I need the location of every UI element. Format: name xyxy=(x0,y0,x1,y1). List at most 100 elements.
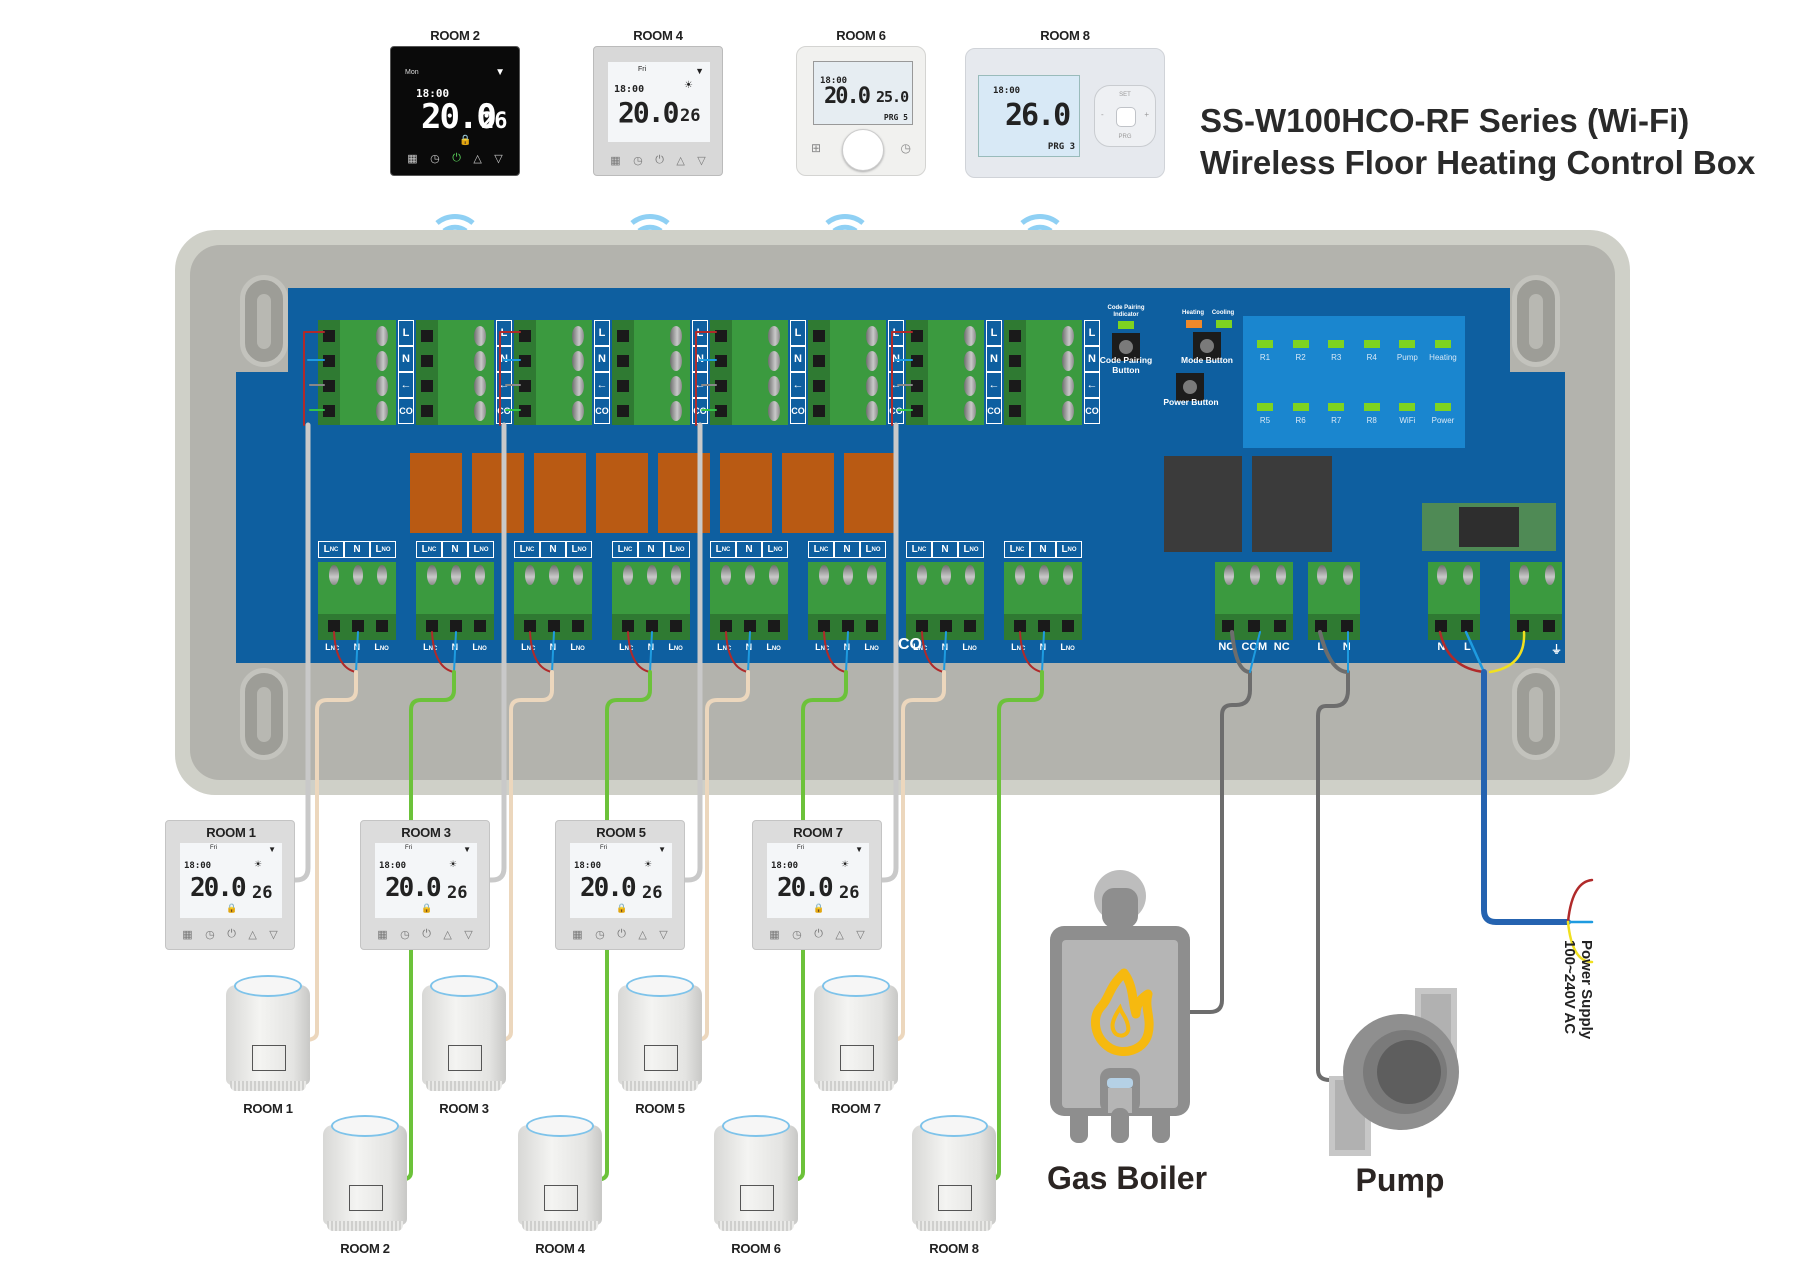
status-led-wifi: WiFi xyxy=(1391,403,1423,425)
day-label: Fri xyxy=(210,845,217,851)
mode-button[interactable] xyxy=(1193,332,1221,360)
lock-icon: 🔒 xyxy=(616,903,628,913)
down-key-icon[interactable]: ▽ xyxy=(269,929,278,941)
terminal-screw[interactable] xyxy=(1062,376,1074,396)
up-key-icon[interactable]: △ xyxy=(443,929,452,941)
actuator-lead-l xyxy=(725,631,749,673)
pad-set-label[interactable]: SET xyxy=(1119,92,1131,98)
terminal-label-2: N xyxy=(790,346,806,372)
sun-icon: ☀ xyxy=(841,859,850,869)
power-key-icon[interactable]: ⏻ xyxy=(655,154,664,166)
clock-key-icon[interactable]: ◷ xyxy=(430,153,440,165)
power-key-icon[interactable]: ⏻ xyxy=(422,928,431,940)
dial-knob[interactable] xyxy=(842,129,884,171)
menu-key-icon[interactable]: ▦ xyxy=(407,153,418,165)
label-sub: NC xyxy=(917,546,927,553)
terminal-hole xyxy=(421,355,433,367)
menu-key-icon[interactable]: ▦ xyxy=(610,155,621,167)
terminal-screw[interactable] xyxy=(670,351,682,371)
label-main: N xyxy=(353,544,361,555)
clock-key-icon[interactable]: ◷ xyxy=(595,929,605,941)
down-key-icon[interactable]: ▽ xyxy=(697,155,706,167)
terminal-screw[interactable] xyxy=(866,326,878,346)
terminal-screw[interactable] xyxy=(866,376,878,396)
label-main: N xyxy=(843,544,851,555)
terminal-screw[interactable] xyxy=(1062,326,1074,346)
clock-key-icon[interactable]: ◷ xyxy=(633,155,643,167)
actuator-lead-n xyxy=(1041,631,1045,673)
menu-key-icon[interactable]: ▦ xyxy=(377,929,388,941)
up-key-icon[interactable]: △ xyxy=(638,929,647,941)
navigation-pad[interactable]: SET PRG - + xyxy=(1094,85,1156,147)
terminal-screw[interactable] xyxy=(866,351,878,371)
power-key-icon[interactable]: ⏻ xyxy=(227,928,236,940)
terminal-screw[interactable] xyxy=(964,376,976,396)
terminal-screw[interactable] xyxy=(474,401,486,421)
up-key-icon[interactable]: △ xyxy=(835,929,844,941)
pad-minus-label[interactable]: - xyxy=(1101,110,1104,119)
label-main: L xyxy=(767,544,774,555)
menu-key-icon[interactable]: ▦ xyxy=(769,929,780,941)
terminal-screw[interactable] xyxy=(376,326,388,346)
terminal-screw[interactable] xyxy=(670,326,682,346)
down-key-icon[interactable]: ▽ xyxy=(464,929,473,941)
power-button[interactable] xyxy=(1176,373,1204,401)
down-key-icon[interactable]: ▽ xyxy=(494,153,503,165)
clock-key-icon[interactable]: ◷ xyxy=(900,141,911,155)
actuator-base xyxy=(426,1081,502,1091)
menu-key-icon[interactable]: ▦ xyxy=(572,929,583,941)
code-pairing-button[interactable] xyxy=(1112,333,1140,361)
up-key-icon[interactable]: △ xyxy=(248,929,257,941)
pad-center-button[interactable] xyxy=(1116,107,1136,127)
terminal-screw[interactable] xyxy=(376,376,388,396)
terminal-screw[interactable] xyxy=(572,326,584,346)
terminal-screw[interactable] xyxy=(964,326,976,346)
clock-key-icon[interactable]: ◷ xyxy=(792,929,802,941)
pad-plus-label[interactable]: + xyxy=(1144,110,1149,119)
terminal-screw[interactable] xyxy=(572,401,584,421)
up-key-icon[interactable]: △ xyxy=(473,153,482,165)
terminal-screw[interactable] xyxy=(964,351,976,371)
wired-thermostat-label: ROOM 1 xyxy=(206,825,256,840)
terminal-screw[interactable] xyxy=(1062,351,1074,371)
terminal-screw[interactable] xyxy=(376,351,388,371)
pin-label-1: LNC xyxy=(521,642,536,652)
terminal-screw[interactable] xyxy=(964,401,976,421)
terminal-screw[interactable] xyxy=(474,326,486,346)
clock-key-icon[interactable]: ◷ xyxy=(400,929,410,941)
pad-prg-label[interactable]: PRG xyxy=(1118,134,1132,140)
clock-key-icon[interactable]: ◷ xyxy=(205,929,215,941)
power-key-icon[interactable]: ⏻ xyxy=(617,928,626,940)
terminal-screw[interactable] xyxy=(474,376,486,396)
terminal-screw[interactable] xyxy=(572,376,584,396)
down-key-icon[interactable]: ▽ xyxy=(856,929,865,941)
terminal-screw[interactable] xyxy=(670,401,682,421)
terminal-screw[interactable] xyxy=(768,351,780,371)
room-temp-display: 20.0 xyxy=(580,873,637,903)
terminal-screw[interactable] xyxy=(474,351,486,371)
terminal-hole xyxy=(813,330,825,342)
terminal-screw[interactable] xyxy=(866,401,878,421)
terminal-screw[interactable] xyxy=(1062,401,1074,421)
power-key-icon[interactable]: ⏻ xyxy=(452,152,461,164)
terminal-screw[interactable] xyxy=(768,376,780,396)
terminal-screw[interactable] xyxy=(768,326,780,346)
up-key-icon[interactable]: △ xyxy=(676,155,685,167)
terminal-screw[interactable] xyxy=(768,401,780,421)
thermostat-terminal-block xyxy=(416,320,494,425)
room-temp-display: 20.0 xyxy=(824,84,871,109)
pin-label-sub: NO xyxy=(379,646,389,652)
room-temp-display: 20.0 xyxy=(190,873,247,903)
led-indicator xyxy=(1434,403,1451,411)
power-key-icon[interactable]: ⏻ xyxy=(814,928,823,940)
terminal-screw[interactable] xyxy=(572,351,584,371)
down-key-icon[interactable]: ▽ xyxy=(659,929,668,941)
mode-key-icon[interactable]: ⊞ xyxy=(811,141,822,155)
menu-key-icon[interactable]: ▦ xyxy=(182,929,193,941)
terminal-screw[interactable] xyxy=(376,401,388,421)
pin-label-3: LNO xyxy=(668,642,683,652)
terminal-screw[interactable] xyxy=(670,376,682,396)
time-display: 18:00 xyxy=(993,86,1021,96)
